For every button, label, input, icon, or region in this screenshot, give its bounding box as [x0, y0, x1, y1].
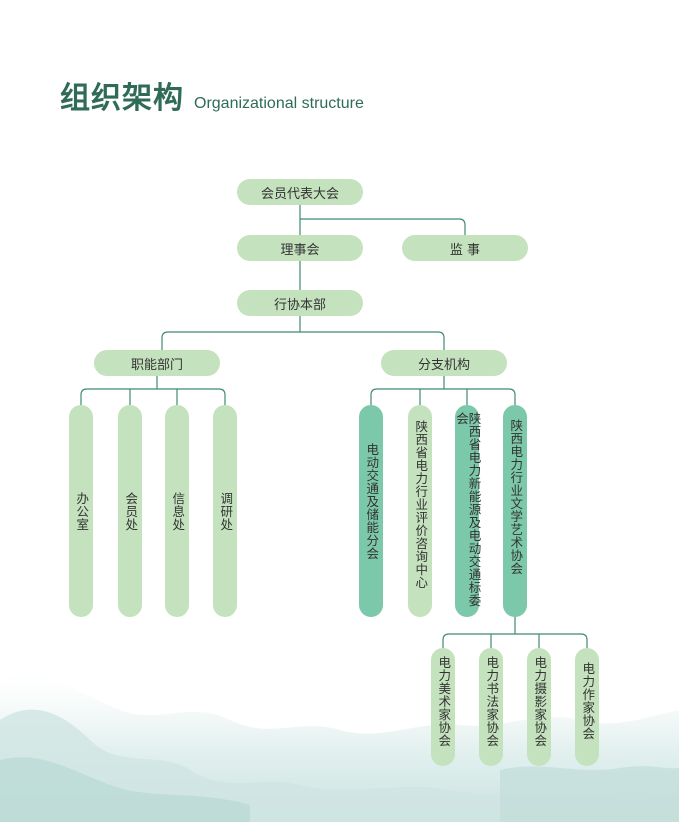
node-writers-association: 电力作家协会 — [575, 648, 599, 766]
node-calligraphy-association: 电力书法家协会 — [479, 648, 503, 766]
node-fine-arts-association: 电力美术家协会 — [431, 648, 455, 766]
node-council: 理事会 — [237, 235, 363, 261]
node-new-energy-committee: 陕西省电力新能源及电动交通标委会 — [454, 405, 482, 617]
node-office: 办公室 — [69, 405, 93, 617]
mountain-background — [0, 673, 679, 822]
title-english: Organizational structure — [194, 95, 364, 112]
node-supervisor: 监 事 — [402, 235, 528, 261]
node-research-department: 调研处 — [213, 405, 237, 617]
node-branch-organizations: 分支机构 — [381, 350, 507, 376]
node-member-department: 会员处 — [118, 405, 142, 617]
node-evaluation-center: 陕西省电力行业评价咨询中心 — [408, 405, 432, 617]
node-functional-departments: 职能部门 — [94, 350, 220, 376]
page-title: 组织架构 Organizational structure — [60, 73, 364, 117]
node-headquarters: 行协本部 — [237, 290, 363, 316]
node-ev-storage-branch: 电动交通及储能分会 — [359, 405, 383, 617]
node-info-department: 信息处 — [165, 405, 189, 617]
node-photography-association: 电力摄影家协会 — [527, 648, 551, 766]
node-literature-art-association: 陕西电力行业文学艺术协会 — [503, 405, 527, 617]
node-congress: 会员代表大会 — [237, 179, 363, 205]
title-chinese: 组织架构 — [60, 81, 184, 116]
